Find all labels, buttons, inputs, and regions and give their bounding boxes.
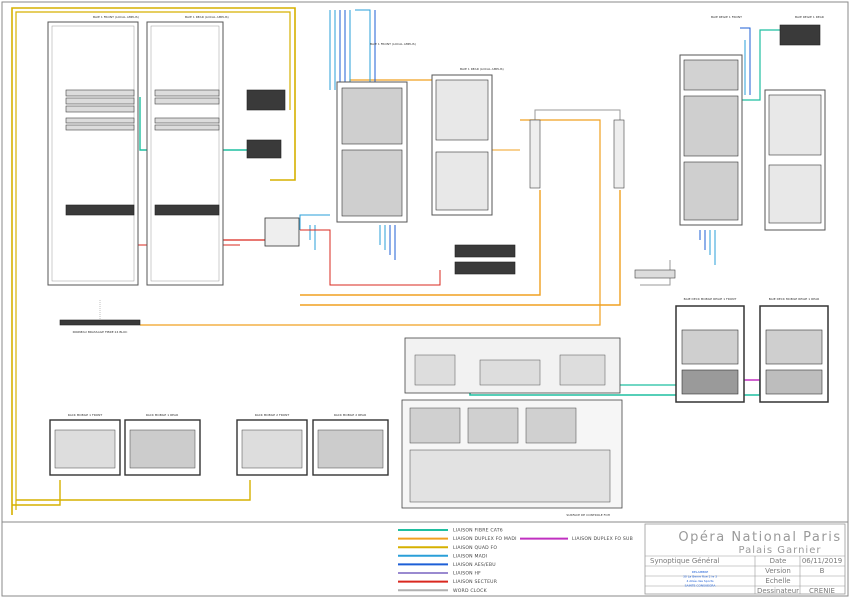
- version-label: Version: [765, 567, 791, 575]
- legend-label: LIAISON DUPLEX FO MADI: [453, 536, 517, 542]
- rack-6: BAIE REGIE 1 REAR: [764, 15, 826, 231]
- rack-6-label: BAIE REGIE 1 REAR: [795, 15, 824, 19]
- stage-rack-4: RACK MOBILE 2 REAR: [312, 413, 389, 476]
- project-title: Opéra National Paris: [678, 530, 841, 545]
- rack-5-label: BAIE REGIE 1 FRONT: [711, 15, 742, 19]
- patch-column-1: [529, 119, 541, 189]
- legend-label: LIAISON FIBRE CAT6: [453, 528, 503, 534]
- version-value: B: [820, 567, 825, 575]
- rack-4-label: BAIE 1 REAR (LOCAL AMPLIS): [460, 67, 504, 71]
- company-line: SAINTE CONSUEGRA: [685, 584, 717, 588]
- legend-label-sub: LIAISON DUPLEX FO SUB: [572, 536, 633, 542]
- rack-3-label: BAIE 1 FRONT (LOCAL AMPLIS): [370, 42, 416, 46]
- scale-label: Echelle: [765, 577, 790, 585]
- patch-bay: [59, 319, 141, 326]
- amp-unit-1: [454, 244, 516, 258]
- mixing-console: SURFACE DE CONTROLE FOH: [401, 337, 623, 517]
- stage-rack-2: RACK MOBILE 1 REAR: [124, 413, 201, 476]
- regie-rack-1-label: BAIE DECK MOBILE REGIE 1 FRONT: [684, 297, 737, 301]
- rack-2: BAIE 1 REAR (LOCAL AMPLIS): [146, 15, 229, 286]
- patch-column-2: [613, 119, 625, 189]
- stage-rack-3: RACK MOBILE 2 FRONT: [236, 413, 308, 476]
- stage-rack-3-label: RACK MOBILE 2 FRONT: [255, 413, 290, 417]
- regie-rack-2: BAIE DECK MOBILE REGIE 1 REAR: [759, 297, 829, 403]
- drawing-name: Synoptique Général: [650, 557, 719, 565]
- rack-5: BAIE REGIE 1 FRONT: [679, 15, 743, 226]
- stage-rack-4-label: RACK MOBILE 2 REAR: [334, 413, 366, 417]
- rack-4: BAIE 1 REAR (LOCAL AMPLIS): [431, 67, 504, 216]
- company-line: 4 Allée des Sports: [686, 579, 714, 583]
- title-block: Opéra National Paris Palais Garnier Syno…: [644, 523, 846, 595]
- network-switch-1: [246, 89, 286, 111]
- legend-label: LIAISON MADI: [453, 553, 487, 559]
- stage-rack-2-label: RACK MOBILE 1 REAR: [146, 413, 178, 417]
- regie-rack-1: BAIE DECK MOBILE REGIE 1 FRONT: [675, 297, 745, 403]
- console-label: SURFACE DE CONTROLE FOH: [566, 513, 610, 517]
- date-label: Date: [770, 557, 787, 565]
- company-line: 30 La Berne Rue 2 le 3: [683, 575, 717, 579]
- legend-label: WORD CLOCK: [453, 588, 488, 594]
- designer-label: Dessinateur: [757, 587, 799, 595]
- clock-unit: [634, 269, 676, 279]
- rack-1: BAIE 1 FRONT (LOCAL AMPLIS): [47, 15, 139, 286]
- legend-label: LIAISON SECTEUR: [453, 579, 498, 585]
- regie-rack-2-label: BAIE DECK MOBILE REGIE 1 REAR: [769, 297, 820, 301]
- mains-distribution: [264, 217, 300, 247]
- amp-unit-2: [454, 261, 516, 275]
- network-switch-2: [246, 139, 282, 159]
- rack-3: BAIE 1 FRONT (LOCAL AMPLIS): [336, 42, 416, 223]
- stage-rack-1-label: RACK MOBILE 1 FRONT: [68, 413, 103, 417]
- rack-1-label: BAIE 1 FRONT (LOCAL AMPLIS): [93, 15, 139, 19]
- designer-value: CRENIE: [809, 587, 835, 595]
- date-value: 06/11/2019: [802, 557, 842, 565]
- rack-2-label: BAIE 1 REAR (LOCAL AMPLIS): [185, 15, 229, 19]
- company-line: DELAMBRE: [692, 570, 709, 574]
- patch-bay-label: PANNEAU BRASSAGE FIBRE 24 BLOC: [73, 330, 128, 334]
- stage-rack-1: RACK MOBILE 1 FRONT: [49, 413, 121, 476]
- project-subtitle: Palais Garnier: [739, 545, 822, 556]
- legend-label: LIAISON QUAD FO: [453, 545, 497, 551]
- legend-label: LIAISON AES/EBU: [453, 562, 496, 568]
- legend-label: LIAISON HF: [453, 571, 481, 577]
